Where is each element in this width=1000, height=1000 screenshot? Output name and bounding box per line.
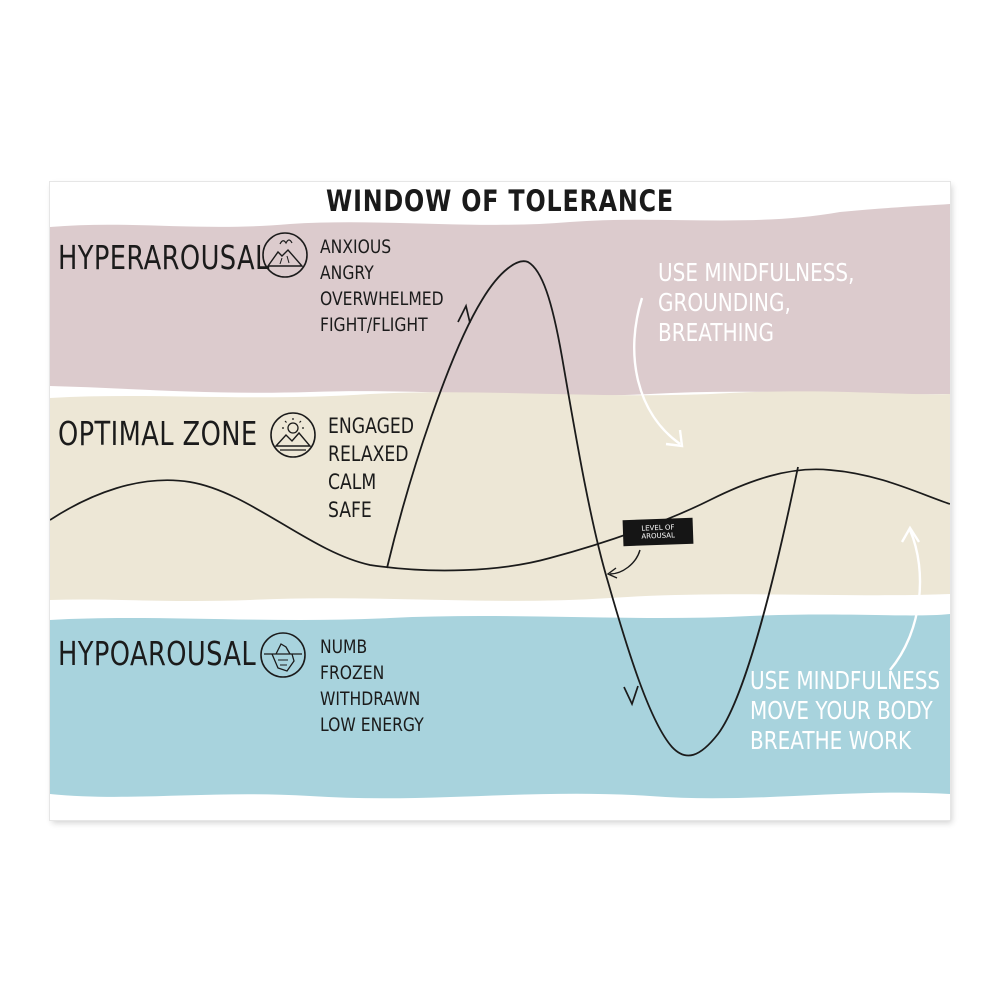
window-of-tolerance-poster: WINDOW OF TOLERANCE HYPERAROUSAL ANXIOUS… <box>50 182 950 820</box>
advice-bottom-arrow <box>889 529 922 671</box>
advice-bottom-line-1: USE MINDFULNESS <box>750 666 941 695</box>
advice-top: USE MINDFULNESS, GROUNDING, BREATHING <box>658 258 854 348</box>
state-withdrawn: WITHDRAWN <box>320 688 421 710</box>
optimal-band <box>50 391 950 601</box>
state-overwhelmed: OVERWHELMED <box>320 288 444 310</box>
level-of-arousal-tag: LEVEL OF AROUSAL <box>622 517 694 547</box>
up-arrow-head <box>457 303 471 324</box>
tag-pointer-arrow <box>609 549 641 575</box>
state-relaxed: RELAXED <box>328 442 409 466</box>
window-boundary-wave <box>50 468 950 572</box>
state-fight-flight: FIGHT/FLIGHT <box>320 314 428 336</box>
advice-bottom: USE MINDFULNESS MOVE YOUR BODY BREATHE W… <box>750 666 940 756</box>
hypoarousal-label: HYPOAROUSAL <box>58 634 257 673</box>
advice-top-line-2: GROUNDING, <box>658 288 791 317</box>
optimal-states: ENGAGED RELAXED CALM SAFE <box>328 412 414 524</box>
state-anxious: ANXIOUS <box>320 236 392 258</box>
arousal-curves <box>50 260 950 757</box>
state-safe: SAFE <box>328 498 372 522</box>
volcano-icon <box>262 232 308 278</box>
poster-title: WINDOW OF TOLERANCE <box>326 184 674 218</box>
hyperarousal-states: ANXIOUS ANGRY OVERWHELMED FIGHT/FLIGHT <box>320 234 444 338</box>
sun-over-mountains-icon <box>270 412 316 458</box>
state-frozen: FROZEN <box>320 662 385 684</box>
advice-bottom-line-3: BREATHE WORK <box>750 726 912 755</box>
hyperarousal-band <box>50 204 950 396</box>
state-low-energy: LOW ENERGY <box>320 714 424 736</box>
advice-top-arrow <box>633 297 681 445</box>
down-arrow-head <box>623 685 639 707</box>
state-numb: NUMB <box>320 636 368 658</box>
hyperarousal-label: HYPERAROUSAL <box>58 238 270 277</box>
hypoarousal-states: NUMB FROZEN WITHDRAWN LOW ENERGY <box>320 634 424 738</box>
level-of-arousal-curve <box>386 260 799 757</box>
advice-top-line-1: USE MINDFULNESS, <box>658 258 855 287</box>
state-calm: CALM <box>328 470 377 494</box>
state-angry: ANGRY <box>320 262 374 284</box>
advice-bottom-line-2: MOVE YOUR BODY <box>750 696 933 725</box>
iceberg-icon <box>260 632 306 678</box>
optimal-zone-label: OPTIMAL ZONE <box>58 414 258 453</box>
state-engaged: ENGAGED <box>328 414 415 438</box>
level-tag-line-2: AROUSAL <box>641 531 676 541</box>
advice-top-line-3: BREATHING <box>658 318 774 347</box>
